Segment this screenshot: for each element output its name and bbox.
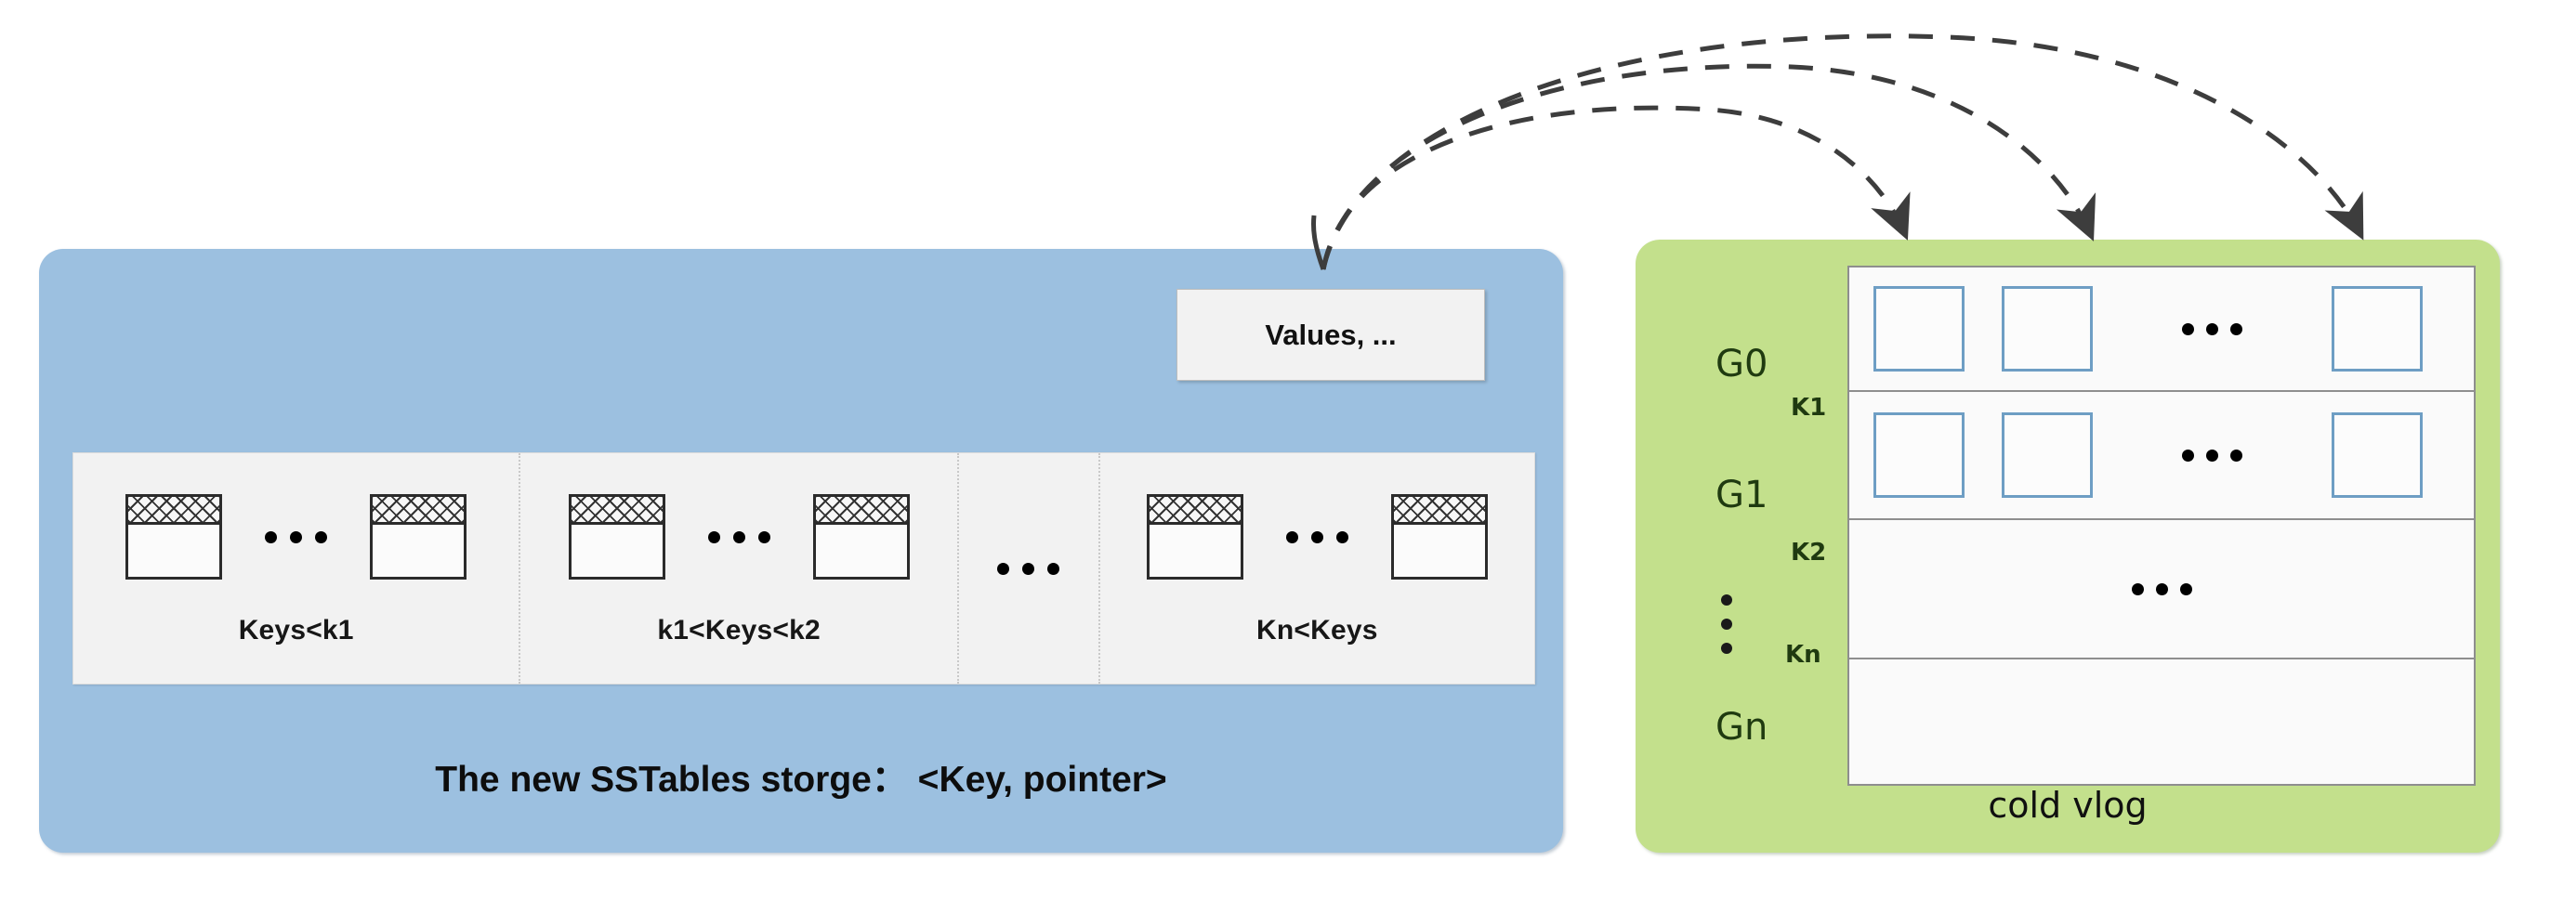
boundary-label-k2: K2: [1791, 539, 1827, 567]
key-block-icon: [1390, 494, 1488, 580]
cold-vlog-caption: cold vlog: [1988, 785, 2148, 826]
key-block-hatch-icon: [1149, 497, 1241, 525]
group-label-gn: Gn: [1715, 706, 1768, 749]
vlog-cell-g1-3[interactable]: [2332, 412, 2423, 498]
boundary-label-k1: K1: [1791, 394, 1827, 422]
ellipsis-icon: [997, 562, 1060, 575]
boundary-label-kn: Kn: [1785, 641, 1821, 669]
ellipsis-icon: [2131, 582, 2192, 595]
key-block-icon: [568, 494, 665, 580]
vlog-cell-g0-3[interactable]: [2332, 286, 2423, 372]
vlog-row-g1[interactable]: [1849, 392, 2474, 520]
key-block-icon: [370, 494, 467, 580]
values-box-label: Values, ...: [1265, 318, 1397, 351]
key-block-icon: [125, 494, 223, 580]
vlog-row-g0[interactable]: [1849, 267, 2474, 392]
key-block-hatch-icon: [373, 497, 465, 525]
sstable-segment-ellipsis: [956, 453, 1098, 684]
key-block-hatch-icon: [1393, 497, 1485, 525]
ellipsis-icon: [2182, 449, 2242, 462]
group-label-g0: G0: [1715, 343, 1768, 385]
vlog-table: [1847, 266, 2476, 786]
vertical-ellipsis-icon: [1721, 594, 1732, 667]
ellipsis-icon: [707, 530, 770, 543]
sstable-segment-2[interactable]: k1<Keys<k2: [519, 453, 956, 684]
key-block-icon: [812, 494, 910, 580]
key-block-row: [568, 490, 910, 583]
key-block-row: [125, 490, 467, 583]
connector-arrow-3: [1321, 33, 2364, 270]
vlog-cell-g0-1[interactable]: [1873, 286, 1965, 372]
vlog-cell-g1-2[interactable]: [2002, 412, 2093, 498]
key-block-hatch-icon: [128, 497, 220, 525]
sstable-segment-label: k1<Keys<k2: [657, 615, 821, 646]
vlog-row-ellipsis: [1849, 520, 2474, 659]
group-label-g1: G1: [1715, 474, 1768, 516]
vlog-cell-g1-1[interactable]: [1873, 412, 1965, 498]
vlog-row-gn[interactable]: [1849, 659, 2474, 782]
sstable-segment-1[interactable]: Keys<k1: [73, 453, 519, 684]
sstable-segment-label: Kn<Keys: [1255, 615, 1378, 646]
key-block-hatch-icon: [571, 497, 663, 525]
key-block-icon: [1146, 494, 1243, 580]
key-block-hatch-icon: [815, 497, 907, 525]
ellipsis-icon: [1285, 530, 1348, 543]
ellipsis-icon: [265, 530, 328, 543]
key-block-row: [1146, 490, 1488, 583]
sstable-segment-label: Keys<k1: [238, 615, 354, 646]
values-box[interactable]: Values, ...: [1176, 289, 1485, 381]
sstable-segment-3[interactable]: Kn<Keys: [1097, 453, 1534, 684]
vlog-cell-g0-2[interactable]: [2002, 286, 2093, 372]
sstables-strip: Keys<k1 k1<Keys<k2 Kn<Keys: [72, 452, 1535, 685]
ellipsis-icon: [2182, 322, 2242, 335]
sstables-caption: The new SSTables storge： <Key, pointer>: [435, 760, 1167, 800]
